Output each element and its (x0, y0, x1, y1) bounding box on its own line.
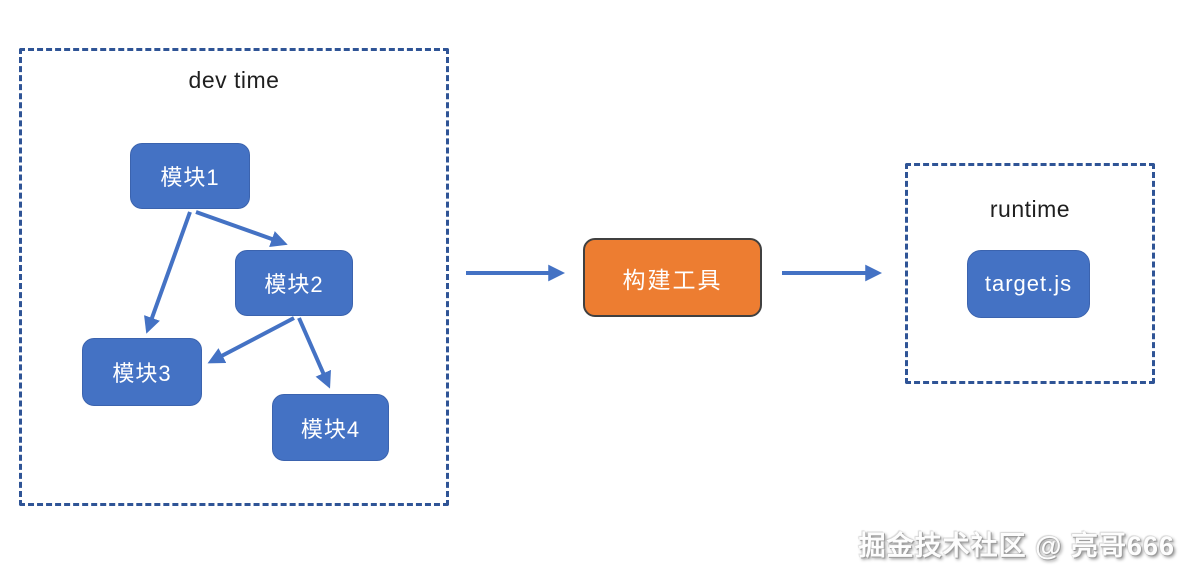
module3-node: 模块3 (82, 338, 202, 406)
module4-node: 模块4 (272, 394, 389, 461)
dev-time-group: dev time (19, 48, 449, 506)
watermark: 掘金技术社区 @ 亮哥666 (858, 531, 1175, 561)
target-js-node: target.js (967, 250, 1090, 318)
runtime-group: runtime (905, 163, 1155, 384)
build-tool-node: 构建工具 (583, 238, 762, 317)
module1-node: 模块1 (130, 143, 250, 209)
runtime-label: runtime (989, 196, 1071, 222)
module2-node: 模块2 (235, 250, 353, 316)
dev-time-label: dev time (188, 67, 280, 93)
